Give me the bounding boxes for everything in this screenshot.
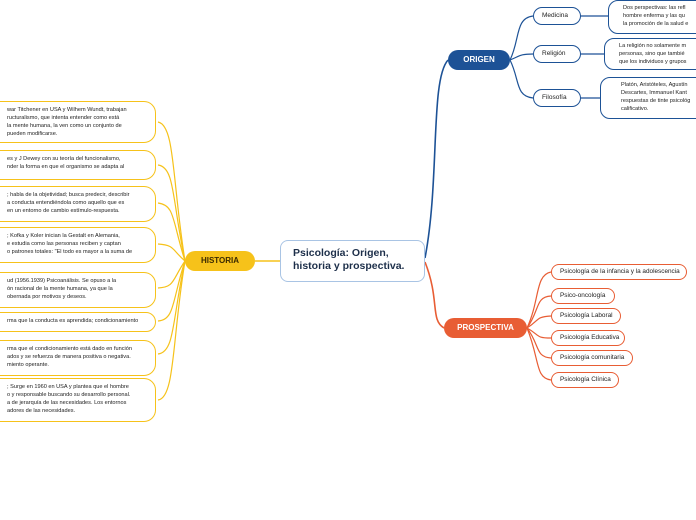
central-topic[interactable]: Psicología: Origen, historia y prospecti… [280, 240, 425, 282]
historia-gestalt[interactable]: ; Kofka y Koler inician la Gestalt en Al… [0, 227, 156, 263]
historia-line: es y J Dewey con su teoría del funcional… [7, 156, 121, 162]
historia-line: miento operante. [7, 362, 49, 368]
subtopic-psicologia-comunitaria[interactable]: Psicología comunitaria [551, 350, 633, 366]
line-central-prospectiva [424, 261, 445, 329]
subtopic-filosofia[interactable]: Filosofía [533, 89, 581, 107]
historia-line: ud (1956.1939) Psicoanálisis. Se opuso a… [7, 278, 117, 284]
historia-condicionamiento[interactable]: rma que la conducta es aprendida; condic… [0, 312, 156, 332]
line-origen-medicina [509, 15, 534, 61]
leaf-medicina[interactable]: Dos perspectivas: las refl hombre enferm… [608, 0, 696, 34]
line-origen-religion [509, 53, 534, 61]
subtopic-psicologia-laboral[interactable]: Psicología Laboral [551, 308, 621, 324]
historia-line: adores de las necesidades. [7, 408, 76, 414]
historia-line: rma que el condicionamiento está dado en… [7, 346, 133, 352]
leaf-religion-line: La religión no solamente m [619, 43, 687, 49]
historia-psicoanalisis[interactable]: ud (1956.1939) Psicoanálisis. Se opuso a… [0, 272, 156, 308]
historia-line: ón racional de la mente humana, ya que l… [7, 286, 113, 292]
subtopic-psicologia-infancia[interactable]: Psicología de la infancia y la adolescen… [551, 264, 687, 280]
subtopic-religion[interactable]: Religión [533, 45, 581, 63]
historia-line: o y responsable buscando su desarrollo p… [7, 392, 131, 398]
subtopic-psicologia-clinica[interactable]: Psicología Clínica [551, 372, 619, 388]
branch-origen[interactable]: ORIGEN [448, 50, 510, 70]
subtopic-psicologia-educativa[interactable]: Psicología Educativa [551, 330, 625, 346]
historia-estructuralismo[interactable]: war Titchener en USA y Wilhem Wundt, tra… [0, 101, 156, 143]
historia-condicionamiento-operante[interactable]: rma que el condicionamiento está dado en… [0, 340, 156, 376]
leaf-medicina-line: la promoción de la salud e [623, 21, 689, 27]
leaf-filosofia[interactable]: Platón, Aristóteles, Agustín Descartes, … [600, 77, 696, 119]
historia-humanismo[interactable]: ; Surge en 1960 en USA y plantea que el … [0, 378, 156, 422]
line-origen-filosofia [509, 59, 534, 99]
leaf-religion-line: que los individuos y grupos [619, 59, 687, 65]
historia-line: o patrones totales: "El todo es mayor a … [7, 249, 133, 255]
leaf-filosofia-line: calificativo. [621, 106, 649, 112]
historia-line: ructuralismo, que intenta entender como … [7, 115, 120, 121]
subtopic-medicina[interactable]: Medicina [533, 7, 581, 25]
historia-line: a conducta entendiéndola como aquello qu… [7, 200, 125, 206]
historia-line: ; Surge en 1960 en USA y plantea que el … [7, 384, 129, 390]
historia-conductismo[interactable]: ; habla de la objetividad; busca predeci… [0, 186, 156, 222]
central-title-line2: historia y prospectiva. [293, 260, 405, 272]
historia-line: nder la forma en que el organismo se ada… [7, 164, 125, 170]
subtopic-psico-oncologia[interactable]: Psico-oncología [551, 288, 615, 304]
historia-line: en un entorno de cambio estímulo-respues… [7, 208, 120, 214]
leaf-medicina-line: Dos perspectivas: las refl [623, 5, 686, 11]
historia-line: ; habla de la objetividad; busca predeci… [7, 192, 130, 198]
historia-line: war Titchener en USA y Wilhem Wundt, tra… [7, 107, 127, 113]
leaf-filosofia-line: Platón, Aristóteles, Agustín [621, 82, 688, 88]
leaf-filosofia-line: respuestas de tinte psicológ [621, 98, 691, 104]
historia-line: la mente humana, la ven como un conjunto… [7, 123, 122, 129]
historia-line: a de jerarquía de las necesidades. Los e… [7, 400, 127, 406]
leaf-filosofia-line: Descartes, Immanuel Kant [621, 90, 687, 96]
leaf-religion[interactable]: La religión no solamente m personas, sin… [604, 38, 696, 70]
line-central-origen [424, 59, 449, 259]
central-title-line1: Psicología: Origen, [293, 247, 389, 259]
historia-line: ados y se refuerza de manera positiva o … [7, 354, 131, 360]
branch-historia[interactable]: HISTORIA [185, 251, 255, 271]
leaf-religion-line: personas, sino que tambié [619, 51, 685, 57]
historia-line: ; Kofka y Koler inician la Gestalt en Al… [7, 233, 120, 239]
historia-line: rma que la conducta es aprendida; condic… [7, 318, 139, 324]
historia-line: e estudia como las personas reciben y ca… [7, 241, 121, 247]
branch-prospectiva[interactable]: PROSPECTIVA [444, 318, 527, 338]
leaf-medicina-line: hombre enferma y las qu [623, 13, 685, 19]
historia-line: obernada por motivos y deseos. [7, 294, 87, 300]
historia-funcionalismo[interactable]: es y J Dewey con su teoría del funcional… [0, 150, 156, 180]
historia-line: pueden modificarse. [7, 131, 58, 137]
